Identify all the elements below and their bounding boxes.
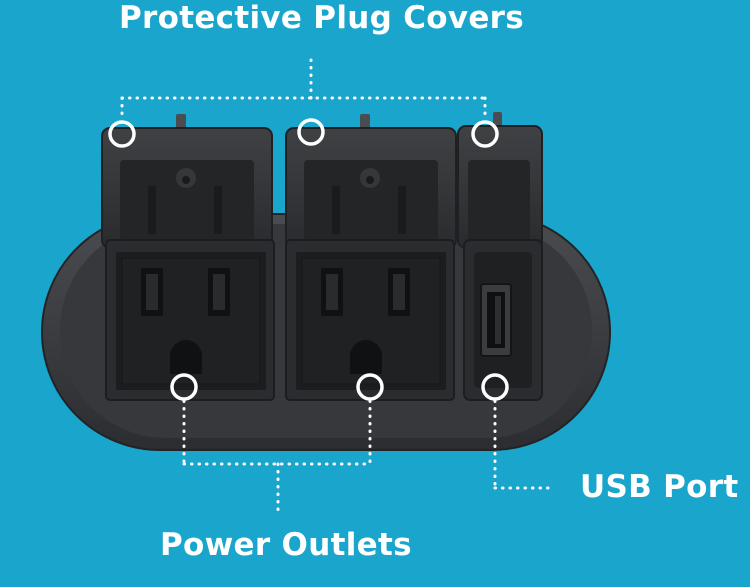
callout-marker-outlet-middle xyxy=(356,373,384,401)
label-power-outlets: Power Outlets xyxy=(160,527,412,563)
power-outlet-left xyxy=(105,239,275,401)
callout-markers xyxy=(108,118,509,401)
callout-marker-cover-left xyxy=(108,120,136,148)
plug-cover-usb xyxy=(457,112,543,249)
callout-marker-usb xyxy=(481,373,509,401)
callout-marker-cover-middle xyxy=(297,118,325,146)
label-usb-port: USB Port xyxy=(580,469,739,505)
label-protective-plug-covers: Protective Plug Covers xyxy=(119,0,525,36)
plug-cover-left xyxy=(101,114,273,249)
callout-marker-outlet-left xyxy=(170,373,198,401)
plug-cover-middle xyxy=(285,114,457,249)
callout-lines xyxy=(120,58,554,514)
callout-marker-cover-usb xyxy=(471,120,499,148)
power-outlet-middle xyxy=(285,239,455,401)
usb-port xyxy=(463,239,543,401)
